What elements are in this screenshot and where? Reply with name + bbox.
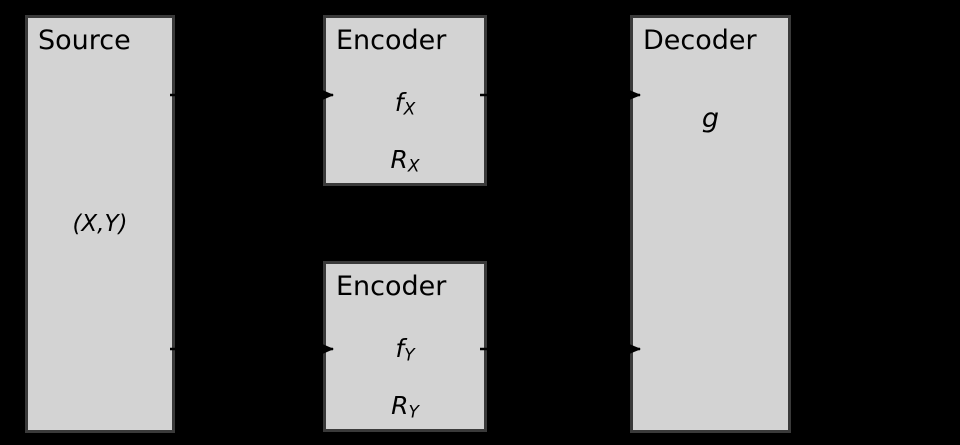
encoder-x-title: Encoder [336,25,447,56]
encoder-y-rate-label: RY [326,391,484,423]
encoder-x-function-label: fX [326,88,484,120]
encoder-y-function-main: f [395,334,405,363]
source-title: Source [38,25,131,56]
encoder-x-rate-sub: X [407,156,420,177]
decoder-box: Decoder g [630,15,791,433]
encoder-x-function-main: f [394,88,404,117]
encoder-y-rate-main: R [391,391,409,420]
encoder-y-box: Encoder fY RY [323,261,487,432]
decoder-g-label: g [701,103,720,134]
encoder-y-rate-sub: Y [408,402,419,423]
encoder-y-function-sub: Y [404,345,415,366]
source-box: Source (X,Y) [25,15,175,433]
encoder-x-rate-main: R [390,145,408,174]
decoder-title: Decoder [643,25,757,56]
encoder-y-title: Encoder [336,271,447,302]
encoder-x-rate-label: RX [326,145,484,177]
encoder-x-function-sub: X [403,99,416,120]
source-xy-label: (X,Y) [72,211,128,237]
encoder-x-box: Encoder fX RX [323,15,487,186]
encoder-y-function-label: fY [326,334,484,366]
